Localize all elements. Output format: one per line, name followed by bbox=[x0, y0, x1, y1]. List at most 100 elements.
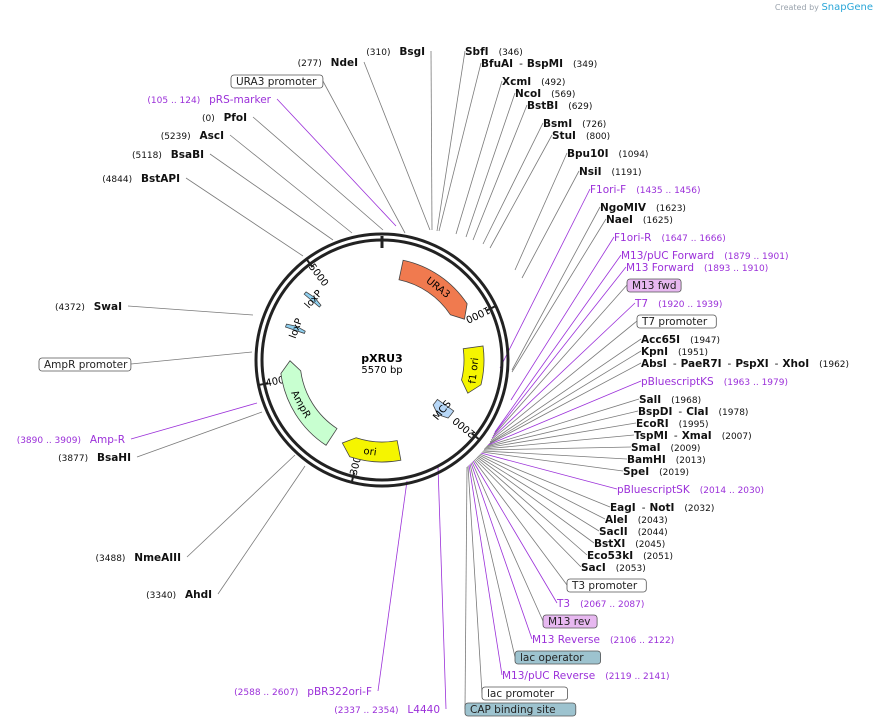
feature-label: loxP bbox=[288, 317, 305, 340]
label-position: (1951) bbox=[678, 348, 708, 358]
label-position: (2013) bbox=[676, 456, 706, 466]
map-label: BstBI(629) bbox=[527, 100, 592, 112]
label-text: Eco53kI(2051) bbox=[587, 550, 673, 562]
leader-line bbox=[136, 411, 263, 458]
leader-line bbox=[491, 302, 636, 439]
map-label: pBluescriptSK(2014 .. 2030) bbox=[617, 484, 764, 496]
enzyme-name: NsiI bbox=[579, 166, 602, 178]
leader-line bbox=[430, 50, 433, 231]
map-label: lac operator bbox=[514, 650, 601, 665]
label-position: (2053) bbox=[616, 564, 646, 574]
feature-arrow-f1-ori bbox=[461, 345, 485, 394]
label-text: EcoRI(1995) bbox=[636, 418, 709, 430]
map-label: BspDI-ClaI(1978) bbox=[638, 406, 748, 418]
map-label: URA3 promoter bbox=[230, 74, 324, 89]
map-label: SalI (1968) bbox=[639, 394, 701, 406]
label-position: (2044) bbox=[638, 528, 668, 538]
label-position: (2019) bbox=[659, 468, 689, 478]
enzyme-name: BfuAI bbox=[481, 58, 513, 70]
enzyme-name: NmeAIII bbox=[134, 552, 181, 564]
map-label: T3 promoter bbox=[566, 578, 647, 593]
label-dash: - bbox=[678, 406, 682, 418]
leader-line bbox=[473, 459, 568, 586]
label-position: (1625) bbox=[643, 216, 673, 226]
leader-line bbox=[510, 236, 615, 401]
label-text: BstBI(629) bbox=[527, 100, 592, 112]
label-position: (3890 .. 3909) bbox=[17, 436, 84, 446]
feature-arrow-loxp bbox=[284, 323, 306, 334]
map-label: M13 fwd bbox=[626, 278, 682, 293]
label-position: (2067 .. 2087) bbox=[580, 600, 644, 610]
label-text: (277) NdeI bbox=[298, 57, 358, 69]
backbone-outer bbox=[254, 232, 510, 488]
label-position: (1962) bbox=[819, 360, 849, 370]
leader-line bbox=[475, 457, 588, 556]
label-position: (105 .. 124) bbox=[147, 96, 203, 106]
map-label: SbfI(346) bbox=[465, 46, 523, 58]
label-position: (726) bbox=[582, 120, 606, 130]
map-label: Acc65I(1947) bbox=[641, 334, 720, 346]
label-dash: - bbox=[775, 358, 779, 370]
label-position: (1978) bbox=[719, 408, 749, 418]
label-position: (349) bbox=[573, 60, 597, 70]
label-position: (310) bbox=[366, 48, 393, 58]
label-text: M13 rev bbox=[548, 616, 591, 628]
map-label: TspMI-XmaI(2007) bbox=[634, 430, 752, 442]
feature-arrow-ampr bbox=[280, 360, 338, 446]
enzyme-name: XcmI bbox=[502, 76, 531, 88]
map-label: (2588 .. 2607) pBR322ori-F bbox=[234, 686, 372, 698]
label-position: (1968) bbox=[671, 396, 701, 406]
label-text: NcoI(569) bbox=[515, 88, 575, 100]
enzyme-name: NaeI bbox=[606, 214, 633, 226]
feature-name: pRS-marker bbox=[209, 94, 272, 106]
label-position: (1995) bbox=[679, 420, 709, 430]
leader-line bbox=[185, 177, 304, 257]
label-text: SacI(2053) bbox=[581, 562, 646, 574]
label-position: (3340) bbox=[146, 591, 179, 601]
map-label: (4372) SwaI bbox=[55, 301, 122, 313]
label-position: (3488) bbox=[96, 554, 129, 564]
enzyme-name: TspMI bbox=[634, 430, 668, 442]
label-text: SacII(2044) bbox=[599, 526, 668, 538]
label-position: (2051) bbox=[643, 552, 673, 562]
leader-line bbox=[127, 305, 254, 316]
label-box bbox=[566, 578, 647, 593]
leader-line bbox=[478, 454, 606, 520]
map-label: EcoRI(1995) bbox=[636, 418, 709, 430]
label-position: (1623) bbox=[656, 204, 686, 214]
leader-line bbox=[484, 422, 637, 449]
label-text: F1ori-R(1647 .. 1666) bbox=[614, 232, 726, 244]
label-text: T3 promoter bbox=[571, 580, 638, 592]
label-text: (2337 .. 2354) L4440 bbox=[334, 704, 440, 716]
enzyme-name: SalI bbox=[639, 394, 661, 406]
enzyme-name: BstXI bbox=[594, 538, 625, 550]
label-position: (569) bbox=[551, 90, 575, 100]
enzyme-name: ClaI bbox=[686, 406, 708, 418]
leader-line bbox=[455, 80, 503, 235]
feature-name: M13 Forward bbox=[626, 262, 694, 274]
map-label: (310) BsgI bbox=[366, 46, 425, 58]
feature-name: M13 Reverse bbox=[532, 634, 600, 646]
feature-name: M13/pUC Forward bbox=[621, 250, 714, 262]
leader-line bbox=[482, 122, 544, 245]
label-text: BspDI-ClaI(1978) bbox=[638, 406, 748, 418]
enzyme-name: NdeI bbox=[331, 57, 358, 69]
label-text: (4844) BstAPI bbox=[102, 173, 180, 185]
leader-line bbox=[470, 462, 533, 640]
map-label: M13 rev bbox=[542, 614, 598, 629]
label-box bbox=[542, 614, 598, 629]
map-label: F1ori-R(1647 .. 1666) bbox=[614, 232, 726, 244]
leader-line bbox=[490, 320, 638, 441]
enzyme-name: XhoI bbox=[782, 358, 809, 370]
map-label: T3(2067 .. 2087) bbox=[556, 598, 644, 610]
leader-line bbox=[489, 350, 642, 444]
leader-line bbox=[436, 50, 466, 232]
label-position: (4372) bbox=[55, 303, 88, 313]
label-box bbox=[514, 650, 601, 665]
label-text: CAP binding site bbox=[470, 704, 556, 716]
leader-line bbox=[486, 398, 640, 447]
leader-line bbox=[493, 266, 627, 435]
map-label: BfuAI-BspMI(349) bbox=[481, 58, 597, 70]
map-label: XcmI(492) bbox=[502, 76, 565, 88]
